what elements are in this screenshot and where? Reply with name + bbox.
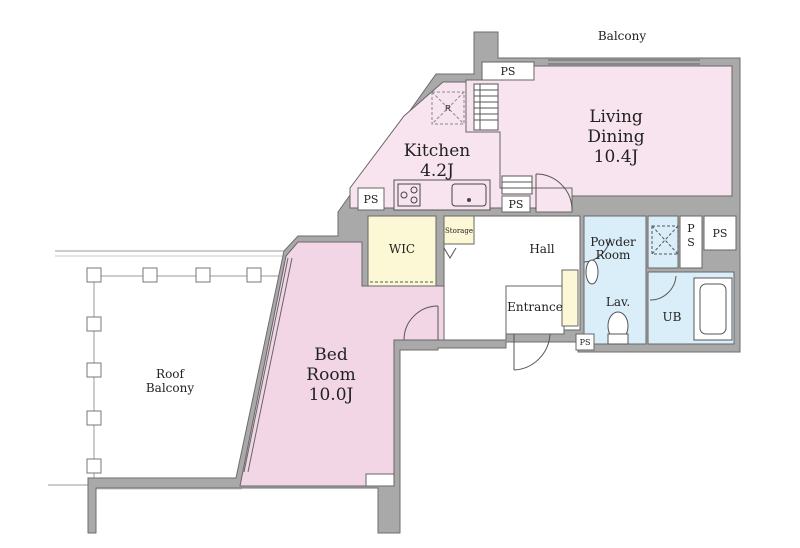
bedroom-label-1: Bed — [314, 345, 348, 365]
balcony-label: Balcony — [598, 29, 646, 43]
living-label-1: Living — [589, 107, 643, 127]
ub-label: UB — [663, 310, 682, 324]
kitchen-shelving — [473, 83, 499, 131]
entrance — [505, 285, 565, 335]
ps-label-living: PS — [509, 198, 524, 211]
wic-label: WIC — [389, 242, 415, 256]
refrigerator — [431, 91, 465, 125]
ps-label-right: PS — [713, 227, 728, 240]
bathtub — [693, 277, 733, 341]
kitchen-area-label: 4.2J — [420, 161, 454, 181]
roof-label-1: Roof — [156, 367, 185, 381]
doors — [403, 173, 677, 371]
kitchen-label: Kitchen — [404, 141, 470, 161]
ps-label-kitchen: PS — [364, 193, 379, 206]
powder-label-2: Room — [596, 248, 631, 262]
bedroom-label-2: Room — [306, 365, 355, 385]
fridge-label: R — [445, 104, 451, 113]
powder-label-1: Powder — [590, 235, 636, 249]
ps-label-top: PS — [501, 65, 516, 78]
stove-icon — [397, 183, 421, 207]
sink-icon — [451, 183, 487, 207]
ps-label-lav: PS — [580, 338, 591, 347]
walk-in-closet — [367, 215, 437, 287]
bedroom — [239, 241, 445, 487]
ps-vertical-2: S — [687, 236, 695, 249]
lav-label: Lav. — [606, 295, 630, 309]
kitchen-counter — [393, 179, 491, 211]
hall-label: Hall — [529, 242, 554, 256]
living-area-label: 10.4J — [594, 147, 639, 167]
roof-label-2: Balcony — [146, 381, 194, 395]
entrance-label: Entrance — [507, 300, 563, 314]
bedroom-area-label: 10.0J — [309, 385, 354, 405]
storage-label: Storage — [445, 227, 473, 235]
powder-room-fixtures — [585, 225, 679, 345]
ps-vertical-1: P — [687, 222, 695, 235]
living-label-2: Dining — [587, 127, 644, 147]
